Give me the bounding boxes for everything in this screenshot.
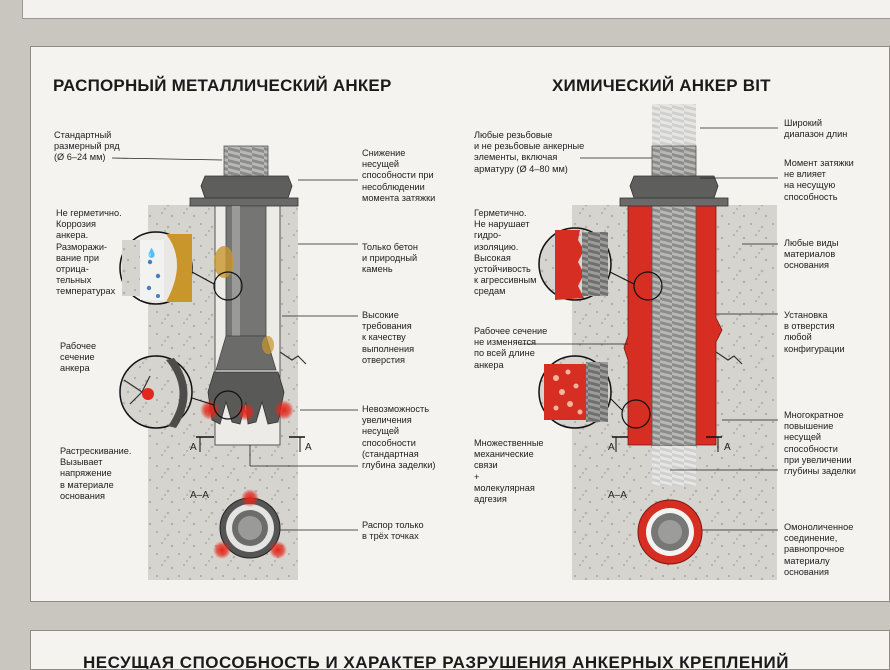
left-mark-aa: A–A xyxy=(190,490,209,501)
left-washer xyxy=(189,197,299,207)
label-sealed: Герметично. Не нарушает гидро- изоляцию.… xyxy=(474,208,537,297)
top-panel-edge xyxy=(22,0,890,19)
left-shank-highlight xyxy=(232,206,240,336)
label-monolithic: Омоноличенное соединение, равнопрочное м… xyxy=(784,522,854,577)
right-rod-bottom-light xyxy=(652,446,696,486)
label-standard-range: Стандартный размерный ряд (Ø 6–24 мм) xyxy=(54,130,120,163)
label-high-requirements: Высокие требования к качеству выполнения… xyxy=(362,310,415,365)
left-crack xyxy=(279,351,307,365)
label-multiple-increase: Многократное повышение несущей способнос… xyxy=(784,410,856,477)
right-magnifier-seal xyxy=(538,227,612,301)
right-nut xyxy=(629,175,719,199)
left-leader-lines xyxy=(111,157,358,531)
left-rust-spot xyxy=(214,246,234,278)
right-crack xyxy=(715,351,743,365)
right-leader-lines xyxy=(520,127,778,531)
left-rust-spot-2 xyxy=(262,336,274,354)
label-any-hole: Установка в отверстия любой конфигурации xyxy=(784,310,845,354)
right-mark-a-left: A xyxy=(608,442,615,453)
right-cross-section xyxy=(637,499,703,565)
label-bonds: Множественные механические связи + молек… xyxy=(474,438,544,505)
label-cracking: Растрескивание. Вызывает напряжение в ма… xyxy=(60,446,132,501)
label-working-section-left: Рабочее сечение анкера xyxy=(60,341,97,374)
label-any-base: Любые виды материалов основания xyxy=(784,238,839,271)
label-working-section-right: Рабочее сечение не изменяется по всей дл… xyxy=(474,326,548,370)
right-mark-aa: A–A xyxy=(608,490,627,501)
left-title: РАСПОРНЫЙ МЕТАЛЛИЧЕСКИЙ АНКЕР xyxy=(53,76,392,95)
left-mark-a-left: A xyxy=(190,442,197,453)
left-stress-spot-3 xyxy=(274,400,294,420)
right-mark-a-right: A xyxy=(724,442,731,453)
right-title: ХИМИЧЕСКИЙ АНКЕР BIT xyxy=(552,76,771,95)
label-torque-no-effect: Момент затяжки не влияет на несущую спос… xyxy=(784,158,854,202)
left-cross-section xyxy=(213,489,287,559)
left-nut xyxy=(200,175,293,199)
label-wide-range: Широкий диапазон длин xyxy=(784,118,848,140)
left-section-marks xyxy=(196,436,305,452)
left-magnifier-corrosion: 💧 xyxy=(119,231,193,305)
right-section-marks xyxy=(612,436,722,452)
bottom-panel: НЕСУЩАЯ СПОСОБНОСТЬ И ХАРАКТЕР РАЗРУШЕНИ… xyxy=(30,630,890,670)
right-marker-bond xyxy=(621,399,651,429)
left-marker-corrosion xyxy=(213,271,243,301)
label-torque-loss: Снижение несущей способности при несоблю… xyxy=(362,148,436,203)
label-three-points: Распор только в трёх точках xyxy=(362,520,424,542)
right-washer xyxy=(619,197,729,207)
label-not-sealed: Не герметично. Коррозия анкера. Размораж… xyxy=(56,208,122,297)
svg-text:💧: 💧 xyxy=(146,247,157,258)
left-magnifier-crack xyxy=(119,355,193,429)
left-stress-spot-1 xyxy=(200,400,220,420)
right-rod-top-light xyxy=(652,104,696,148)
right-marker-seal xyxy=(633,271,663,301)
left-mark-a-right: A xyxy=(305,442,312,453)
right-magnifier-bond xyxy=(538,355,612,429)
left-cone xyxy=(215,335,277,371)
label-any-threaded: Любые резьбовые и не резьбовые анкерные … xyxy=(474,130,585,174)
label-no-increase: Невозможность увеличения несущей способн… xyxy=(362,404,436,471)
label-concrete-only: Только бетон и природный камень xyxy=(362,242,418,275)
bottom-title: НЕСУЩАЯ СПОСОБНОСТЬ И ХАРАКТЕР РАЗРУШЕНИ… xyxy=(83,653,789,670)
